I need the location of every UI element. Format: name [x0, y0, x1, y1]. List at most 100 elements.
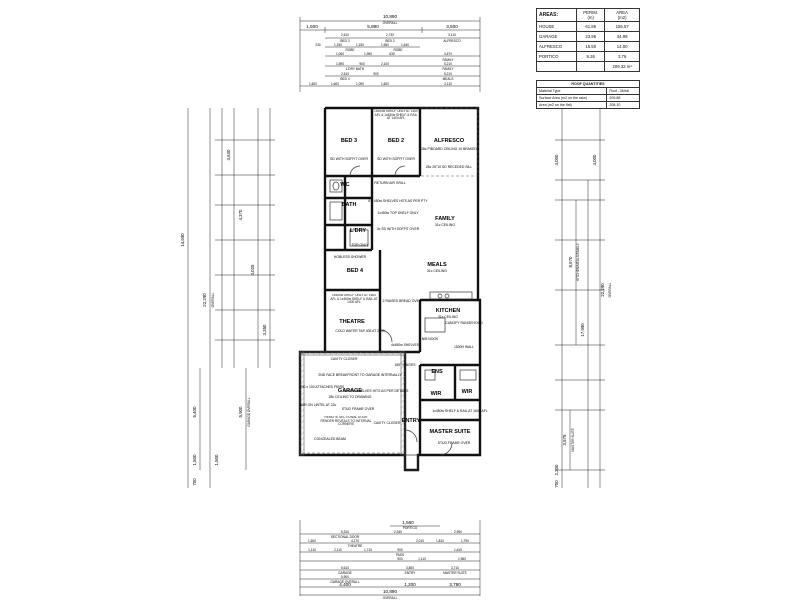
left-garage-a: 5,400 — [192, 406, 197, 418]
top-lthry-a: 1,590 — [336, 62, 344, 66]
note-soffit-bed3: SD WITH SOFFIT OVER — [330, 157, 368, 161]
note-theatre-wall: COLD WATER TAP 405 AT 2000 — [335, 329, 384, 333]
room-wir-1: WIR — [431, 391, 442, 397]
left-garage-overall: 5,900 — [238, 406, 243, 418]
top-row1-a: 1,500 — [306, 24, 318, 29]
roof-row-value: 209.88 — [606, 94, 640, 102]
bottom-row-c-e: 1,610 — [454, 548, 462, 552]
left-garage-overall-label: GARAGE OVERALL — [247, 397, 251, 426]
bottom-master-dim: 3,710 — [451, 566, 459, 570]
left-overall-b: 22,290 — [202, 293, 207, 307]
top-bed3-dim: 2,610 — [341, 33, 349, 37]
note-dryer: TOR ONLY — [351, 243, 369, 247]
left-stack-a: 3,630 — [226, 149, 231, 161]
bottom-row-e-c: 3,790 — [449, 582, 461, 587]
note-top-shelf: 1x450w TOP SHELF ONLY — [377, 211, 419, 215]
areas-row: HOUSE 61.86 156.57 — [535, 21, 640, 32]
ensuite-wc — [424, 369, 436, 381]
col-area: AREA — [616, 10, 628, 15]
right-master-label: MASTER SUITE — [571, 428, 575, 452]
col-area-unit: (m2) — [617, 15, 627, 20]
right-mid: 17,990 — [580, 323, 585, 337]
room-bed3: BED 3 — [341, 138, 357, 144]
areas-table: AREAS: PERIM.(m) AREA(m2) HOUSE 61.86 15… — [535, 8, 640, 72]
areas-row-area: 14.00 — [604, 41, 640, 52]
left-overall-a: 14,690 — [180, 233, 185, 247]
right-master: 3,575 — [562, 434, 567, 446]
roof-quantities-table: ROOF QUANTITIES Material Type Roof - Met… — [535, 80, 640, 109]
bottom-dimensions: 1,560 PORTICO 2,340 2,950 5,310 SECTIONA… — [299, 520, 481, 600]
wc-fixture — [329, 179, 343, 193]
left-portico: 1,500 — [214, 454, 219, 466]
note-soffit-bed2: SD WITH SOFFIT OVER — [377, 157, 415, 161]
top-robe-a: 1,150 — [334, 43, 342, 47]
top-family-b: 5,210 — [444, 62, 452, 66]
room-bath: BATH — [342, 202, 357, 208]
top-robe-d: 1,640 — [401, 43, 409, 47]
note-cavity-closer-2: CAVITY CLOSER — [374, 421, 401, 425]
top-bottom-b: 1,600 — [331, 82, 339, 86]
top-lthry-c: 2,100 — [381, 62, 389, 66]
bottom-garage-dim: 5,610 — [341, 566, 349, 570]
note-shelf-bed3: 1x450w SHELF ONLY AT 1400 AFL & 1x450w S… — [374, 110, 418, 121]
note-return-air: RETURN AIR GRILL — [374, 181, 405, 185]
right-overall-b-label: OVERALL — [608, 282, 612, 297]
bottom-row-c-b: 2,110 — [334, 548, 342, 552]
room-bed2: BED 2 — [388, 138, 404, 144]
top-overall-dim: 10,890 — [383, 14, 397, 19]
right-lower: 2,200 — [554, 464, 559, 476]
bath-tub — [329, 201, 343, 221]
roof-row: Material Type Roof - Metal — [535, 87, 640, 95]
bottom-portico-dim: 1,560 — [402, 520, 414, 525]
top-overall-label: OVERALL — [383, 21, 398, 25]
right-overall-a-2: 4,000 — [592, 154, 597, 166]
right-overall-b: 22,290 — [600, 283, 605, 297]
top-bed3-label: BED 3 — [340, 39, 349, 43]
room-alfresco: ALFRESCO — [434, 138, 465, 144]
note-theatre-shelf: 1x450w SHELF ONLY AT 1600 AFL & 1x450w S… — [330, 294, 378, 305]
bottom-row-b-d: 1,790 — [461, 539, 469, 543]
room-wir-2: WIR — [462, 389, 473, 395]
areas-row-name: ALFRESCO — [535, 41, 578, 52]
room-bed4: BED 4 — [347, 268, 364, 274]
areas-row-area: 34.99 — [604, 31, 640, 42]
right-overall-a: 4,000 — [554, 154, 559, 166]
roof-row: Surface Area (m2 on the rake) 209.88 — [535, 94, 640, 102]
room-theatre: THEATRE — [339, 319, 365, 325]
left-mid-a: 1,500 — [192, 454, 197, 466]
kitchen-island — [424, 317, 446, 333]
bottom-row-b-b: 2,010 — [416, 539, 424, 543]
areas-row: GARAGE 23.96 34.99 — [535, 31, 640, 42]
note-nib: NIB NOOK — [422, 337, 439, 341]
bottom-garage-overall-label: GARAGE OVERALL — [330, 580, 359, 584]
top-family-a: 4,670 — [444, 52, 452, 56]
room-labels: BED 3 BED 2 ALFRESCO FAMILY MEALS BATH W… — [338, 138, 472, 435]
top-bottom-e: 3,110 — [444, 82, 452, 86]
top-alfresco-dim: 3,110 — [448, 33, 456, 37]
room-wc: WC — [340, 182, 349, 188]
roof-title: ROOF QUANTITIES — [536, 80, 640, 88]
note-shelves5: 4x450w SHELVES — [391, 343, 420, 347]
note-attached-piers: 290 x 100 ATTACHED PIERS — [300, 385, 345, 389]
bottom-overall-label: OVERALL — [383, 596, 398, 600]
top-wc-b: 1,950 — [364, 52, 372, 56]
floor-plan-walls — [298, 106, 482, 472]
top-wc-c: 630 — [389, 52, 395, 56]
top-bottom-a: 1,600 — [309, 82, 317, 86]
areas-row-name: HOUSE — [535, 21, 578, 32]
bottom-portico-label: PORTICO — [403, 526, 418, 530]
left-stack-d: 3,350 — [262, 324, 267, 336]
bottom-row-c-c: 1,710 — [364, 548, 372, 552]
top-dimensions: 10,890 OVERALL 1,500 5,890 3,500 2,610 2… — [299, 14, 481, 92]
roof-row-label: Area (m2 on the flat) — [535, 101, 608, 109]
room-meals: MEALS — [427, 262, 447, 268]
left-stack-c: 4,025 — [250, 264, 255, 276]
note-hobless: HOBLESS SHOWER — [334, 255, 367, 259]
room-ldry: L'DRY — [350, 228, 366, 234]
top-bed4-dim: 2,610 — [341, 72, 349, 76]
right-kit-meals-label: KITCHEN/MEALS/FAMILY — [576, 242, 580, 281]
note-alfresco-ceiling: 28c PIBOARD CEILING 10 BRAKED — [421, 147, 477, 151]
bottom-row-b-a: 1,500 — [308, 539, 316, 543]
